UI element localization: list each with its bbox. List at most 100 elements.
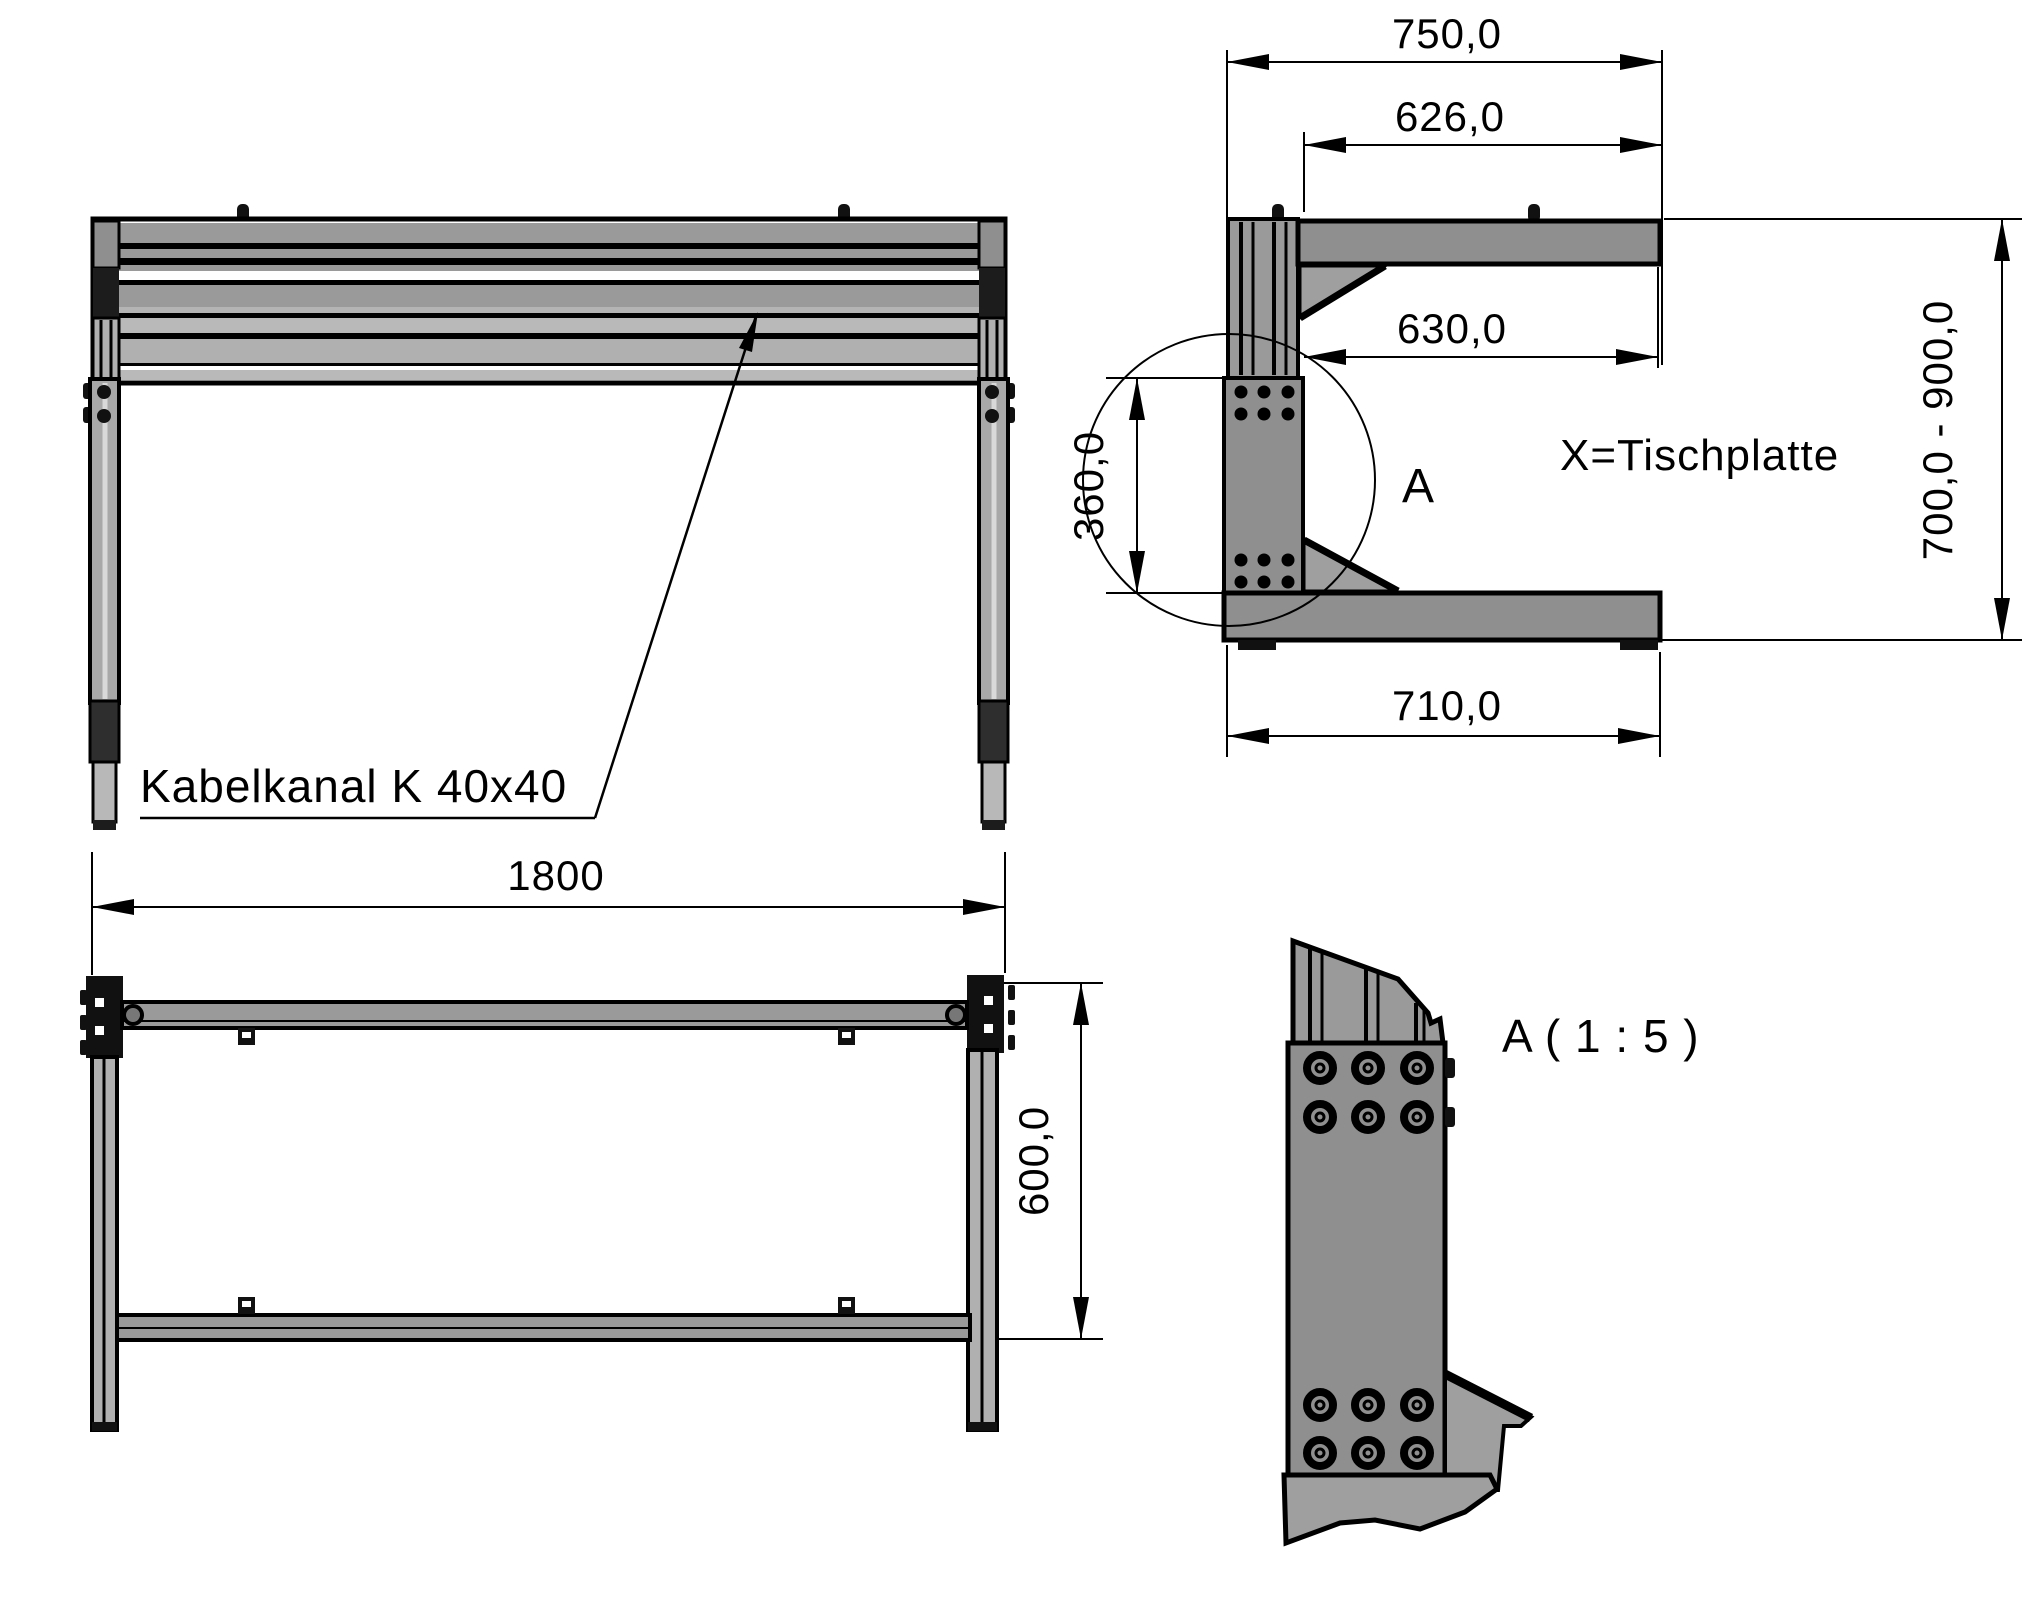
beam-groove bbox=[95, 258, 1003, 265]
side-stub-bolt bbox=[1445, 1058, 1455, 1078]
arrowhead bbox=[1304, 349, 1346, 365]
bolt bbox=[1303, 1051, 1337, 1085]
bolt-center bbox=[1411, 1111, 1423, 1123]
arrowhead bbox=[1073, 1297, 1089, 1339]
bolt-center bbox=[1314, 1111, 1326, 1123]
arrowhead bbox=[1994, 598, 2010, 640]
leg-foot-pad bbox=[93, 820, 116, 830]
bolt bbox=[1400, 1436, 1434, 1470]
bolt bbox=[1351, 1388, 1385, 1422]
bolt bbox=[1303, 1388, 1337, 1422]
bolt bbox=[1400, 1388, 1434, 1422]
rail-endcap bbox=[968, 1422, 997, 1431]
bolt bbox=[1257, 385, 1271, 399]
beam-band bbox=[95, 318, 1003, 333]
leg-bolt bbox=[985, 409, 999, 423]
corner-nub bbox=[80, 1040, 87, 1055]
detail-gusset-edge bbox=[1442, 1369, 1534, 1423]
bolt bbox=[1234, 553, 1248, 567]
beam-gap bbox=[95, 366, 1003, 370]
bolt-center bbox=[1362, 1447, 1374, 1459]
leg-bolt bbox=[97, 409, 111, 423]
leg-foot-pad bbox=[982, 820, 1005, 830]
dim-750: 750,0 bbox=[1226, 10, 1663, 365]
leg-bolt bbox=[97, 385, 111, 399]
detail-title: A ( 1 : 5 ) bbox=[1502, 1010, 1700, 1062]
rail-endcap bbox=[92, 1422, 117, 1431]
corner-slot bbox=[984, 996, 993, 1005]
arrowhead bbox=[963, 899, 1005, 915]
corner-nub bbox=[1008, 1010, 1015, 1025]
arrowhead bbox=[1994, 219, 2010, 261]
bolt-center bbox=[1411, 1447, 1423, 1459]
detail-bolts-top bbox=[1303, 1051, 1434, 1134]
beam-groove bbox=[95, 363, 1003, 366]
arrowhead bbox=[1618, 728, 1660, 744]
endcap-top bbox=[977, 219, 1007, 270]
bolt bbox=[1351, 1051, 1385, 1085]
leg-clamp-block bbox=[88, 699, 121, 764]
dim-710: 710,0 bbox=[1226, 645, 1661, 757]
arrowhead bbox=[1616, 349, 1658, 365]
dim-626: 626,0 bbox=[1303, 93, 1662, 212]
top-rail bbox=[120, 1000, 969, 1030]
dim-height-range: 700,0 - 900,0 bbox=[1662, 218, 2022, 641]
top-view: 1800 bbox=[80, 852, 1103, 1432]
beam-band bbox=[95, 307, 1003, 313]
dim-600: 600,0 bbox=[999, 982, 1103, 1340]
side-stub-bolt bbox=[1445, 1107, 1455, 1127]
arrowhead bbox=[1129, 378, 1145, 420]
arrowhead bbox=[1129, 551, 1145, 593]
beam-groove bbox=[95, 243, 1003, 249]
upper-gusset-edge bbox=[1298, 263, 1387, 321]
bolt bbox=[1234, 407, 1248, 421]
dim-600-value: 600,0 bbox=[1010, 1106, 1057, 1216]
front-left-endcap bbox=[91, 219, 121, 383]
bolt bbox=[1234, 575, 1248, 589]
bolt-center bbox=[1314, 1399, 1326, 1411]
leg-foot bbox=[980, 760, 1007, 824]
detail-gusset-break bbox=[1443, 1368, 1535, 1492]
bottom-rail-clips bbox=[238, 1297, 855, 1314]
detail-foot-break bbox=[1281, 1472, 1501, 1547]
bolt-center bbox=[1362, 1062, 1374, 1074]
detail-view-a: A ( 1 : 5 ) bbox=[1281, 937, 1700, 1547]
bolt bbox=[1257, 407, 1271, 421]
dim-1800-value: 1800 bbox=[507, 852, 604, 899]
bolt-center bbox=[1362, 1399, 1374, 1411]
dim-626-value: 626,0 bbox=[1395, 93, 1505, 140]
arrowhead bbox=[1620, 137, 1662, 153]
endcap-lower bbox=[977, 316, 1007, 383]
front-view: Kabelkanal K 40x40 bbox=[83, 204, 1015, 830]
corner-nub bbox=[1008, 985, 1015, 1000]
endcap-top bbox=[91, 219, 121, 270]
bolt bbox=[1351, 1100, 1385, 1134]
corner-block bbox=[86, 976, 123, 1058]
corner-slot bbox=[95, 998, 104, 1007]
bolt bbox=[1281, 407, 1295, 421]
endcap-lower bbox=[91, 316, 121, 383]
side-top-arm bbox=[1295, 218, 1663, 267]
side-bolts-bottom bbox=[1234, 553, 1295, 589]
dim-360: 360,0 bbox=[1065, 377, 1224, 594]
bolt bbox=[1281, 385, 1295, 399]
front-right-leg bbox=[977, 377, 1015, 830]
foot-pad bbox=[1238, 640, 1276, 650]
bolt bbox=[1281, 553, 1295, 567]
callout-arrowhead bbox=[739, 312, 758, 352]
front-right-endcap bbox=[977, 219, 1007, 383]
leg-clamp-block bbox=[977, 699, 1010, 764]
kabelkanal-label: Kabelkanal K 40x40 bbox=[140, 760, 567, 812]
side-foot-bar bbox=[1221, 590, 1663, 643]
bolt bbox=[1257, 575, 1271, 589]
bolt bbox=[1351, 1436, 1385, 1470]
bolt bbox=[1234, 385, 1248, 399]
bolt-center bbox=[1411, 1399, 1423, 1411]
corner-block bbox=[967, 975, 1004, 1053]
dim-1800: 1800 bbox=[91, 852, 1006, 975]
bolt bbox=[1281, 575, 1295, 589]
beam-band bbox=[95, 265, 1003, 271]
dim-710-value: 710,0 bbox=[1392, 682, 1502, 729]
arrowhead bbox=[92, 899, 134, 915]
